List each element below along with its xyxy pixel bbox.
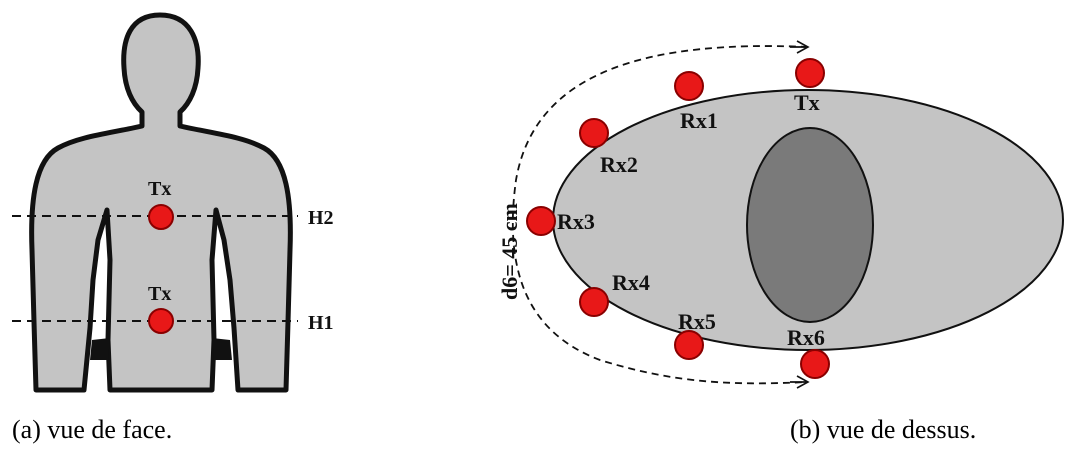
panel-a-front-view: Tx Tx H2 H1 — [12, 12, 334, 393]
rx3-label: Rx3 — [557, 209, 595, 234]
left-arm-gap — [90, 338, 110, 360]
rx1-sensor — [674, 71, 704, 101]
distance-label: d6= 45 cm — [497, 203, 522, 300]
right-arm-gap — [212, 338, 232, 360]
line-h1-label: H1 — [308, 312, 334, 334]
upper-tx-label: Tx — [148, 178, 171, 200]
line-h2-label: H2 — [308, 207, 334, 229]
tx-label: Tx — [794, 90, 820, 115]
tx-sensor — [795, 58, 825, 88]
rx2-label: Rx2 — [600, 152, 638, 177]
upper-tx-sensor — [148, 204, 174, 230]
panel-b-top-view: d6= 45 cm Tx Rx1 Rx2 Rx3 Rx4 Rx5 Rx6 — [497, 40, 1064, 389]
human-torso-silhouette — [29, 12, 293, 393]
rx1-label: Rx1 — [680, 108, 718, 133]
lower-tx-label: Tx — [148, 283, 171, 305]
rx3-sensor — [526, 206, 556, 236]
rx4-label: Rx4 — [612, 270, 650, 295]
caption-top-view: (b) vue de dessus. — [790, 415, 977, 444]
rx2-sensor — [579, 118, 609, 148]
caption-front-view: (a) vue de face. — [12, 415, 173, 444]
rx6-label: Rx6 — [787, 325, 825, 350]
rx4-sensor — [579, 287, 609, 317]
lower-tx-sensor — [148, 308, 174, 334]
rx6-sensor — [800, 349, 830, 379]
inner-organ — [746, 127, 874, 323]
rx5-label: Rx5 — [678, 309, 716, 334]
rx5-sensor — [674, 330, 704, 360]
